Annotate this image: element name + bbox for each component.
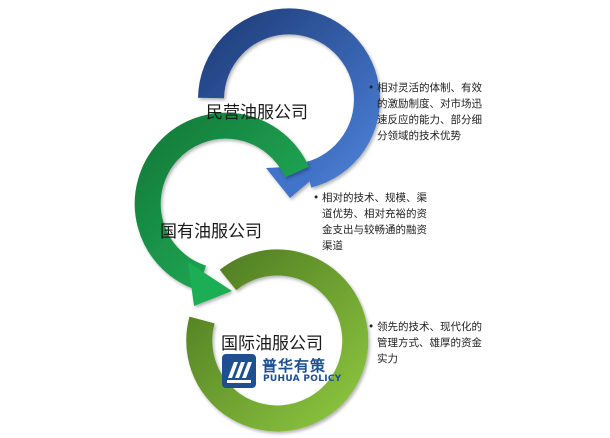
logo-name-cn: 普华有策 — [262, 357, 327, 375]
logo-mark-icon — [222, 354, 256, 388]
logo-name-en: PUHUA POLICY — [263, 374, 342, 384]
note-line: 的激励制度、对市场迅 — [377, 98, 482, 110]
note-line: 分领域的技术优势 — [377, 130, 461, 142]
blue-arrowhead — [266, 165, 329, 198]
bullet-icon: • — [368, 321, 375, 333]
note-line: 速反应的能力、部分细 — [377, 114, 482, 126]
note-private: • 相对灵活的体制、有效 的激励制度、对市场迅 速反应的能力、部分细 分领域的技… — [368, 80, 482, 144]
ring-private — [198, 8, 380, 198]
note-line: 金支出与较畅通的融资 — [322, 224, 427, 236]
ring-state — [134, 112, 309, 306]
label-state: 国有油服公司 — [160, 222, 262, 242]
note-line: 道优势、相对充裕的资 — [322, 208, 427, 220]
note-line: 领先的技术、现代化的 — [377, 321, 482, 333]
bullet-icon: • — [368, 82, 375, 94]
note-line: 实力 — [377, 353, 398, 365]
note-line: 管理方式、雄厚的资金 — [377, 337, 482, 349]
note-state: • 相对的技术、规模、渠 道优势、相对充裕的资 金支出与较畅通的融资 渠道 — [313, 190, 427, 254]
note-line: 相对的技术、规模、渠 — [322, 192, 427, 204]
label-private: 民营油服公司 — [206, 103, 308, 123]
bullet-icon: • — [313, 192, 320, 204]
green-arrowhead — [188, 262, 232, 306]
label-international: 国际油服公司 — [221, 334, 323, 354]
puhua-logo: 普华有策 PUHUA POLICY — [222, 352, 354, 392]
ring-international — [186, 249, 369, 432]
note-line: 渠道 — [322, 240, 343, 252]
note-line: 相对灵活的体制、有效 — [377, 82, 482, 94]
note-international: • 领先的技术、现代化的 管理方式、雄厚的资金 实力 — [368, 319, 482, 367]
